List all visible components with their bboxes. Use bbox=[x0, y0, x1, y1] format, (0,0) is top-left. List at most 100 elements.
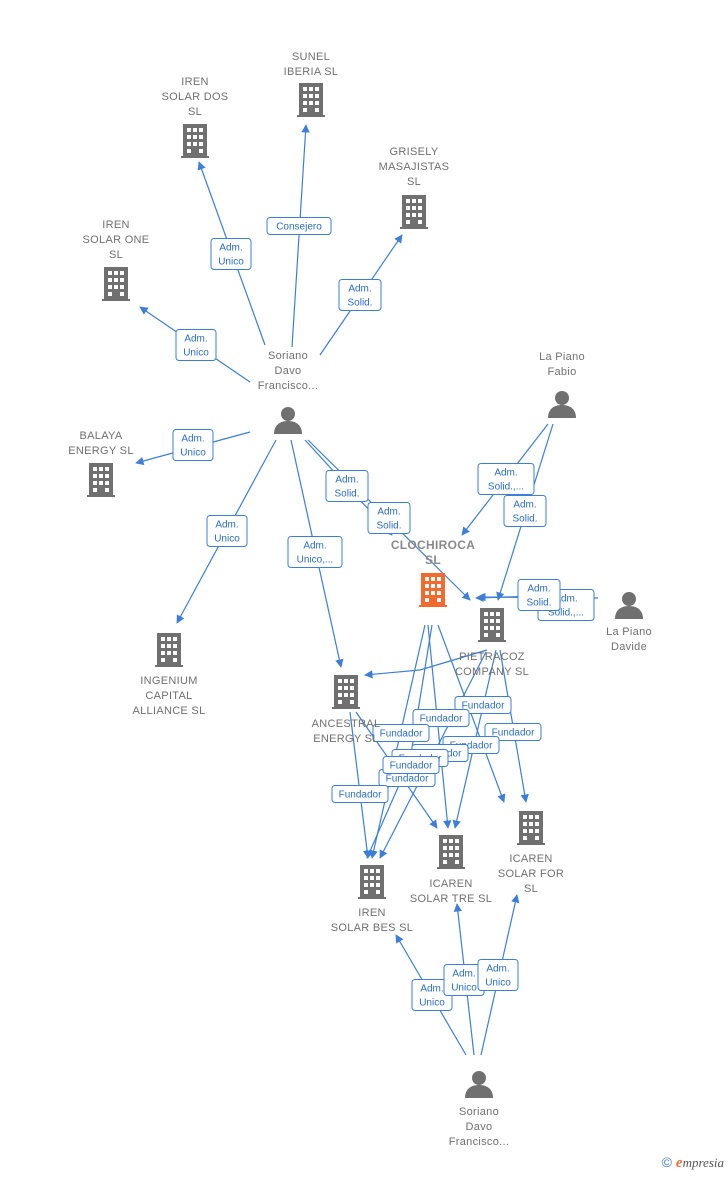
building-icon bbox=[155, 633, 183, 667]
node-label-line: Soriano bbox=[268, 350, 308, 362]
building-icon bbox=[297, 83, 325, 117]
building-icon bbox=[400, 195, 428, 229]
empresia-watermark: ©empresia bbox=[662, 1154, 724, 1172]
node-label-line: IREN bbox=[102, 219, 129, 231]
node-label-line: Davide bbox=[611, 641, 647, 653]
node-label-line: Francisco... bbox=[449, 1136, 509, 1148]
edge-label-box bbox=[266, 217, 332, 235]
edge-label-text: Adm. bbox=[219, 243, 242, 254]
node-label-line: SL bbox=[188, 106, 202, 118]
edge-label-text: Fundador bbox=[462, 701, 505, 712]
edge-label-text: Adm. bbox=[513, 500, 536, 511]
edge-label-text: Adm. bbox=[420, 984, 443, 995]
node-label-line: SOLAR TRE SL bbox=[410, 893, 492, 905]
edge-label-text: Adm. bbox=[486, 964, 509, 975]
edge-label-box bbox=[210, 238, 252, 270]
edge-label-soriano_top-to-sunel[interactable]: Consejero bbox=[266, 217, 332, 235]
copyright-symbol: © bbox=[661, 1154, 672, 1170]
edge-label-text: Unico bbox=[218, 257, 244, 268]
edge-label-text: Unico bbox=[419, 998, 445, 1009]
edge-label-soriano_top-to-balaya[interactable]: Adm.Unico bbox=[172, 429, 214, 461]
edge-label-box bbox=[367, 502, 411, 534]
node-label-line: Davo bbox=[466, 1121, 493, 1133]
node-soriano-top[interactable]: SorianoDavoFrancisco... bbox=[258, 350, 318, 434]
edge-label-box bbox=[172, 429, 214, 461]
edge-label-box bbox=[331, 785, 389, 803]
edge-label-clochiroca-to-icaren_for[interactable]: Fundador bbox=[454, 696, 512, 714]
edge-label-soriano_top-to-clochiroca[interactable]: Adm.Solid. bbox=[325, 470, 369, 502]
edge-label-box bbox=[325, 470, 369, 502]
node-label-line: MASAJISTAS bbox=[379, 161, 450, 173]
edge-label-text: Unico bbox=[451, 983, 477, 994]
node-label-line: SL bbox=[407, 176, 421, 188]
edge-label-la_piano_fabio-to-pietracoz[interactable]: Adm.Solid. bbox=[503, 495, 547, 527]
edge-label-la_piano_davide-to-clochiroca[interactable]: Adm.Solid. bbox=[517, 579, 561, 611]
edge-label-text: Adm. bbox=[215, 520, 238, 531]
edge-soriano_top-to-sunel bbox=[291, 124, 310, 348]
edge-label-clochiroca-to-ancestral[interactable]: Fundador bbox=[331, 785, 389, 803]
edge-label-text: Solid.,... bbox=[488, 482, 524, 493]
node-label-line: CLOCHIROCA bbox=[391, 538, 475, 552]
node-soriano-bottom[interactable]: SorianoDavoFrancisco... bbox=[449, 1071, 509, 1148]
edge-label-text: Fundador bbox=[492, 728, 535, 739]
person-icon bbox=[615, 592, 643, 619]
edge-label-soriano_top-to-grisely[interactable]: Adm.Solid. bbox=[338, 279, 382, 311]
node-label-line: La Piano bbox=[606, 626, 652, 638]
node-label-line: Fabio bbox=[547, 366, 576, 378]
node-label-line: SOLAR FOR bbox=[498, 868, 564, 880]
edge-label-text: Fundador bbox=[339, 790, 382, 801]
edge-label-soriano_top-to-iren_one[interactable]: Adm.Unico bbox=[175, 329, 217, 361]
node-label-line: SL bbox=[425, 553, 441, 567]
edge-label-soriano_bottom-to-icaren_for[interactable]: Adm.Unico bbox=[477, 959, 519, 991]
edge-label-box bbox=[382, 756, 440, 774]
person-icon bbox=[548, 391, 576, 418]
edge-label-la_piano_fabio-to-clochiroca[interactable]: Adm.Solid.,... bbox=[477, 463, 535, 495]
edge-label-text: Fundador bbox=[380, 729, 423, 740]
edge-label-text: Adm. bbox=[303, 541, 326, 552]
edge-label-soriano_top-to-pietracoz[interactable]: Adm.Solid. bbox=[367, 502, 411, 534]
node-label-line: La Piano bbox=[539, 351, 585, 363]
edge-label-text: Adm. bbox=[452, 969, 475, 980]
edge-label-box bbox=[517, 579, 561, 611]
edge-label-box bbox=[372, 724, 430, 742]
edge-label-box bbox=[454, 696, 512, 714]
edge-label-pietracoz-to-icaren_for[interactable]: Fundador bbox=[484, 723, 542, 741]
edge-label-text: Adm. bbox=[527, 584, 550, 595]
edge-label-soriano_top-to-ingenium[interactable]: Adm. Unico bbox=[206, 515, 248, 547]
edge-label-clochiroca-to-iren_bes[interactable]: Fundador bbox=[372, 724, 430, 742]
node-label-line: Soriano bbox=[459, 1106, 499, 1118]
edge-label-box bbox=[477, 463, 535, 495]
edge-label-text: Solid.,... bbox=[548, 608, 584, 619]
edge-label-text: Unico,... bbox=[297, 555, 334, 566]
edge-label-text: Unico bbox=[214, 534, 240, 545]
building-icon bbox=[478, 608, 506, 642]
edge-label-box bbox=[338, 279, 382, 311]
node-label-line: SOLAR ONE bbox=[83, 234, 150, 246]
brand-name: mpresia bbox=[682, 1155, 724, 1170]
edge-label-text: Adm. bbox=[184, 334, 207, 345]
edge-label-text: Adm. bbox=[377, 507, 400, 518]
edge-label-text: Fundador bbox=[420, 714, 463, 725]
edge-label-soriano_top-to-ancestral[interactable]: Adm. Unico,... bbox=[287, 536, 343, 568]
edge-label-clochiroca-to-icaren_tre[interactable]: Fundador bbox=[412, 709, 470, 727]
person-icon bbox=[465, 1071, 493, 1098]
edge-label-soriano_top-to-iren_dos[interactable]: Adm. Unico bbox=[210, 238, 252, 270]
person-icon bbox=[274, 407, 302, 434]
edge-label-ancestral-to-icaren_tre[interactable]: Fundador bbox=[382, 756, 440, 774]
